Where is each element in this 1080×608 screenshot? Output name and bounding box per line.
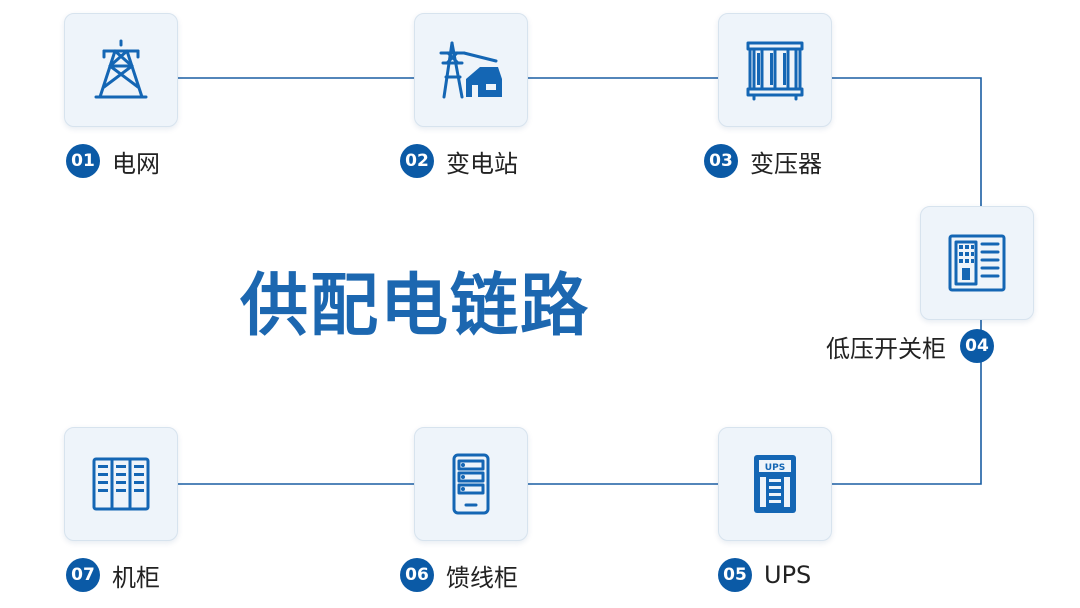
step-06-label: 06 馈线柜: [400, 555, 518, 595]
step-01-badge: 01: [66, 144, 100, 178]
step-05-label: 05 UPS: [718, 555, 811, 595]
power-tower-icon: [94, 39, 148, 99]
step-01-label: 01 电网: [66, 141, 160, 181]
step-07-badge: 07: [66, 558, 100, 592]
step-05-card: UPS: [718, 427, 832, 541]
ups-icon-label: UPS: [765, 463, 785, 473]
transformer-icon: [746, 41, 804, 101]
step-07-card: [64, 427, 178, 541]
step-07-label: 07 机柜: [66, 555, 160, 595]
step-04-card: [920, 206, 1034, 320]
diagram-title: 供配电链路: [240, 267, 591, 346]
step-07-text: 机柜: [112, 563, 160, 592]
step-05-badge: 05: [718, 558, 752, 592]
step-02-badge: 02: [400, 144, 434, 178]
step-04-text: 低压开关柜: [826, 334, 946, 363]
step-03-label: 03 变压器: [704, 141, 822, 181]
step-03-text: 变压器: [750, 149, 822, 178]
step-06-card: [414, 427, 528, 541]
step-02-label: 02 变电站: [400, 141, 518, 181]
connector-04-05: [832, 320, 982, 485]
step-04-label: 低压开关柜 04: [826, 326, 994, 366]
step-03-badge: 03: [704, 144, 738, 178]
step-02-text: 变电站: [446, 149, 518, 178]
switchgear-cabinet-icon: [948, 234, 1006, 292]
step-01-card: [64, 13, 178, 127]
step-06-badge: 06: [400, 558, 434, 592]
substation-icon: [439, 41, 502, 99]
ups-icon: UPS: [754, 455, 796, 513]
step-05-text: UPS: [764, 561, 812, 589]
connector-03-04: [832, 77, 982, 206]
step-04-badge: 04: [960, 329, 994, 363]
feeder-cabinet-icon: [452, 453, 490, 515]
server-rack-icon: [92, 457, 150, 511]
step-03-card: [718, 13, 832, 127]
step-01-text: 电网: [112, 149, 160, 178]
step-02-card: [414, 13, 528, 127]
step-06-text: 馈线柜: [446, 563, 518, 592]
